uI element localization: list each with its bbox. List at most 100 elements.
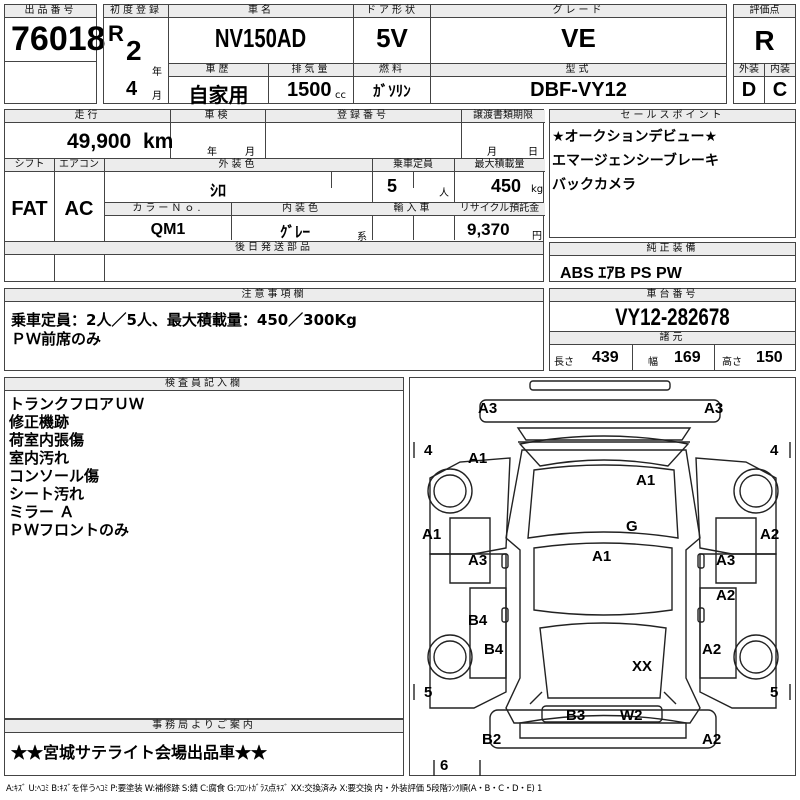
mark-g-windshield: G bbox=[626, 518, 638, 535]
lot-blank-cell bbox=[4, 61, 97, 104]
spec-width: 169 bbox=[674, 349, 701, 366]
first-reg-label: 初度登録 bbox=[104, 5, 168, 18]
mark-a1-left-side: A1 bbox=[422, 526, 442, 543]
type-cell: 型式 DBF-VY12 bbox=[430, 63, 727, 104]
fuel-cell: 燃料 ｶﾞｿﾘﾝ bbox=[353, 63, 431, 104]
reg-era: R bbox=[108, 21, 124, 46]
mark-a2-rear-right: A2 bbox=[702, 731, 722, 748]
spec-length-label: 長さ bbox=[554, 357, 574, 368]
cc-cell: 排気量 1500 cc bbox=[268, 63, 354, 104]
door-cell: ドア形状 5V bbox=[353, 4, 431, 64]
model-label: 車名 bbox=[169, 5, 353, 18]
fuel-label: 燃料 bbox=[354, 64, 430, 77]
office-label: 事務局よりご案内 bbox=[5, 720, 403, 733]
cc-label: 排気量 bbox=[269, 64, 353, 77]
office-notice: ★★宮城サテライト会場出品車★★ bbox=[11, 745, 268, 762]
sales-point-label: セールスポイント bbox=[550, 110, 795, 123]
chassis-number: VY12-282678 bbox=[550, 304, 795, 332]
inspection-year: 年 bbox=[207, 147, 217, 158]
inspector-note: 荷室内張傷 bbox=[9, 431, 85, 449]
header-block: 出品番号 76018 初度登録 R 2 年 4 月 車名 NV150AD ドア形… bbox=[4, 4, 796, 107]
cc-unit: cc bbox=[335, 90, 346, 101]
import-label: 輸入車 bbox=[372, 203, 454, 216]
caution-line: ＰＷ前席のみ bbox=[11, 330, 102, 348]
mark-a3-left-door: A3 bbox=[468, 552, 488, 569]
caution-line: 乗車定員：2人／5人、最大積載量：450／300Kg bbox=[11, 311, 357, 329]
interior-grade: C bbox=[772, 79, 788, 101]
transfer-day: 日 bbox=[528, 147, 538, 158]
ac-label: エアコン bbox=[54, 159, 104, 172]
mark-4-right: 4 bbox=[770, 442, 779, 459]
model-name: NV150AD bbox=[169, 23, 353, 54]
mark-a1-fender-left: A1 bbox=[468, 450, 488, 467]
regno-label: 登録番号 bbox=[265, 110, 461, 123]
inspector-notes: トランクフロアＵＷ 修正機跡 荷室内張傷 室内汚れ コンソール傷 シート汚れ ミ… bbox=[9, 395, 144, 539]
spec-label: 諸元 bbox=[550, 332, 795, 345]
history-value: 自家用 bbox=[188, 85, 249, 107]
door-value: 5V bbox=[376, 23, 408, 53]
mileage-unit: km bbox=[143, 130, 174, 153]
sales-point-item: ★オークションデビュー★ bbox=[552, 129, 718, 145]
inspector-note: ＰＷフロントのみ bbox=[9, 521, 130, 539]
transfer-label: 譲渡書類期限 bbox=[461, 110, 545, 123]
type-label: 型式 bbox=[431, 64, 726, 77]
mark-a1-hood: A1 bbox=[636, 472, 656, 489]
inspector-note: シート汚れ bbox=[9, 485, 85, 503]
mileage-value: 49,900 bbox=[67, 130, 132, 153]
history-label: 車歴 bbox=[169, 64, 268, 77]
recycle-label: リサイクル預託金 bbox=[454, 203, 545, 216]
door-label: ドア形状 bbox=[354, 5, 430, 18]
capacity-label: 乗車定員 bbox=[372, 159, 454, 172]
mark-4-left: 4 bbox=[424, 442, 433, 459]
transfer-month: 月 bbox=[487, 147, 497, 158]
legend-text: A:ｷｽﾞ U:ﾍｺﾐ B:ｷｽﾞを伴うﾍｺﾐ P:要塗装 W:補修跡 S:錆 … bbox=[6, 784, 543, 794]
inspector-note: 修正機跡 bbox=[9, 413, 70, 431]
interior-label: 内装 bbox=[765, 64, 795, 77]
caution-block: 注意事項欄 乗車定員：2人／5人、最大積載量：450／300Kg ＰＷ前席のみ bbox=[4, 288, 544, 371]
equipment-value: ABS ｴｱB PS PW bbox=[560, 265, 682, 282]
caution-label: 注意事項欄 bbox=[5, 289, 543, 302]
chassis-label: 車台番号 bbox=[550, 289, 795, 302]
model-cell: 車名 NV150AD bbox=[168, 4, 354, 64]
inspection-month: 月 bbox=[245, 147, 255, 158]
exterior-cell: 外装 D bbox=[733, 63, 765, 104]
mark-a3-right-door: A3 bbox=[716, 552, 736, 569]
cc-value: 1500 bbox=[287, 79, 332, 101]
mark-b4-left-rear: B4 bbox=[484, 641, 504, 658]
shift-label: シフト bbox=[5, 159, 54, 172]
score-value: R bbox=[754, 25, 775, 56]
grade-label: グレード bbox=[431, 5, 726, 18]
later-parts-label: 後日発送部品 bbox=[5, 242, 543, 255]
inspector-note: 室内汚れ bbox=[9, 449, 70, 467]
chassis-block: 車台番号 VY12-282678 諸元 長さ 439 幅 169 高さ 150 bbox=[549, 288, 796, 371]
interior-color-value: ｸﾞﾚｰ bbox=[279, 224, 310, 241]
inspection-label: 車検 bbox=[170, 110, 265, 123]
sales-point-item: エマージェンシーブレーキ bbox=[552, 153, 719, 169]
exterior-grade: D bbox=[741, 79, 757, 101]
sales-point-list: ★オークションデビュー★ エマージェンシーブレーキ バックカメラ bbox=[552, 128, 719, 194]
fuel-value: ｶﾞｿﾘﾝ bbox=[373, 83, 411, 100]
load-unit: kg bbox=[531, 184, 544, 195]
capacity-value: 5 bbox=[387, 176, 398, 196]
reg-year: 2 bbox=[126, 35, 142, 66]
mark-b4-left: B4 bbox=[468, 612, 488, 629]
mark-a2-right-rear: A2 bbox=[702, 641, 722, 658]
exterior-label: 外装 bbox=[734, 64, 764, 77]
sales-point-block: セールスポイント ★オークションデビュー★ エマージェンシーブレーキ バックカメ… bbox=[549, 109, 796, 238]
reg-month-unit: 月 bbox=[152, 91, 162, 102]
mark-a3-front-left: A3 bbox=[478, 400, 498, 417]
score-label: 評価点 bbox=[734, 5, 795, 18]
reg-year-unit: 年 bbox=[152, 67, 162, 78]
interior-cell: 内装 C bbox=[764, 63, 796, 104]
lot-cell: 出品番号 76018 bbox=[4, 4, 106, 62]
car-outline bbox=[413, 380, 791, 776]
interior-color-label: 内装色 bbox=[231, 203, 372, 216]
lot-label: 出品番号 bbox=[5, 5, 96, 18]
mark-b3-rear: B3 bbox=[566, 707, 586, 724]
colorno-value: QM1 bbox=[150, 221, 186, 238]
color-label: 外装色 bbox=[104, 159, 372, 172]
load-value: 450 bbox=[491, 176, 522, 196]
mark-b2-rear-left: B2 bbox=[482, 731, 502, 748]
shift-value: FAT bbox=[11, 198, 48, 220]
mark-a1-roof: A1 bbox=[592, 548, 612, 565]
